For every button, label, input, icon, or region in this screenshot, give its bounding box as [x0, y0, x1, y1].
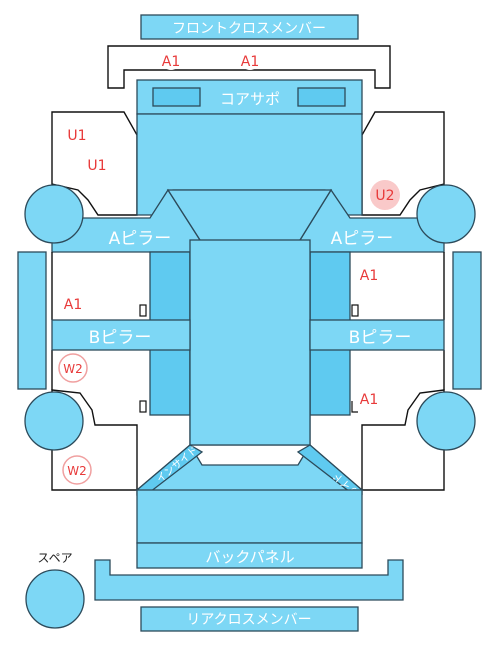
front-cross-member[interactable]	[140, 14, 359, 40]
wheel-rear-left[interactable]	[24, 391, 84, 451]
a-pillar-right-label: Aピラー	[331, 229, 394, 249]
rear-cross-member-label: リアクロスメンバー	[186, 612, 311, 628]
wheel-rear-right[interactable]	[416, 391, 476, 451]
spare-tire[interactable]	[25, 569, 85, 629]
left-rear-handle	[139, 400, 147, 413]
right-front-handle	[351, 304, 359, 317]
mark-u1-bottom[interactable]: U1	[87, 158, 106, 174]
mark-u1-top[interactable]: U1	[67, 128, 86, 144]
front-mark-a1-right[interactable]: A1	[241, 54, 259, 70]
rear-cross-member[interactable]	[140, 606, 359, 632]
front-cross-member-label: フロントクロスメンバー	[172, 21, 326, 37]
back-panel-upper[interactable]	[136, 489, 363, 544]
b-pillar-left[interactable]	[51, 319, 191, 351]
mark-right-a1-top[interactable]: A1	[360, 268, 378, 284]
spare-label: スペア	[37, 551, 72, 565]
mark-u2-circle[interactable]	[370, 180, 400, 210]
left-rear-fender-outline[interactable]	[51, 389, 138, 491]
mark-u2[interactable]: U2	[375, 188, 394, 204]
mark-w2-upper[interactable]: W2	[63, 362, 83, 376]
mark-w2-lower-circle[interactable]	[62, 455, 92, 485]
a-pillar-left-label: Aピラー	[109, 229, 172, 249]
right-rear-handle	[351, 401, 358, 413]
mark-w2-lower[interactable]: W2	[67, 464, 87, 478]
left-side-sill[interactable]	[17, 251, 47, 390]
mark-left-a1[interactable]: A1	[64, 297, 82, 313]
mark-w2-upper-circle[interactable]	[58, 353, 88, 383]
rear-bumper[interactable]	[94, 559, 404, 601]
wheel-front-left[interactable]	[24, 184, 84, 244]
mark-right-a1-bottom[interactable]: A1	[360, 392, 378, 408]
core-support-label: コアサポ	[220, 90, 280, 108]
back-panel-label: バックパネル	[205, 548, 294, 566]
core-support-left-slot	[152, 87, 201, 107]
b-pillar-left-label: Bピラー	[89, 328, 152, 348]
front-mark-bg-right	[240, 50, 260, 70]
front-mark-a1-left[interactable]: A1	[162, 54, 180, 70]
front-bumper-outline[interactable]	[107, 45, 391, 89]
left-front-handle	[139, 304, 147, 317]
back-panel[interactable]	[136, 542, 363, 569]
b-pillar-right[interactable]	[309, 319, 445, 351]
wheel-front-right[interactable]	[416, 184, 476, 244]
right-rear-fender-outline[interactable]	[361, 389, 445, 491]
right-side-sill[interactable]	[452, 251, 482, 390]
cabin-floor[interactable]	[189, 239, 311, 446]
b-pillar-right-label: Bピラー	[349, 328, 412, 348]
core-support-right-slot	[297, 87, 346, 107]
front-mark-bg-left	[161, 50, 181, 70]
